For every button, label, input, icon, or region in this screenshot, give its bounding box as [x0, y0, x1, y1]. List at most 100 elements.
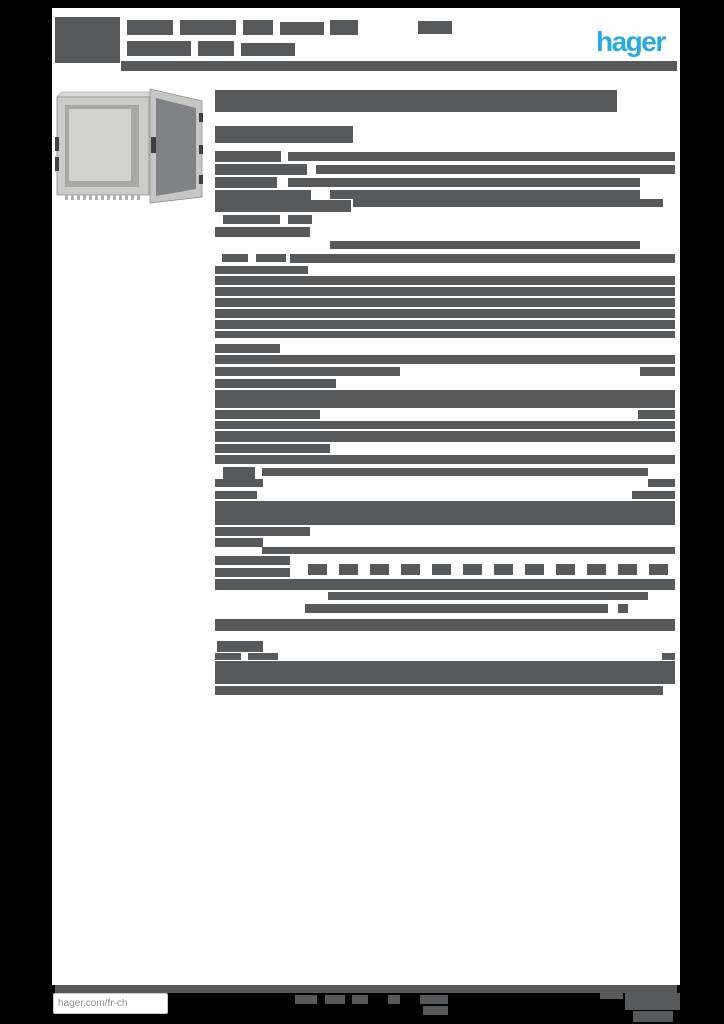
redacted-text-block [215, 177, 277, 188]
redacted-text-block [215, 538, 263, 547]
latch-icon [55, 137, 59, 151]
redacted-text-block [215, 579, 675, 590]
footer-website-link[interactable]: hager.com/fr-ch [53, 993, 168, 1014]
redacted-text-block [288, 152, 675, 161]
redacted-text-block [243, 20, 273, 35]
redacted-text-block [600, 993, 623, 999]
redacted-text-block [55, 985, 677, 993]
redacted-text-block [418, 21, 452, 34]
redacted-text-block [618, 564, 637, 575]
redacted-text-block [330, 190, 640, 199]
redacted-text-block [618, 604, 628, 613]
redacted-text-block [215, 556, 290, 565]
redacted-text-block [215, 661, 675, 684]
product-image-enclosure [55, 88, 203, 204]
redacted-text-block [215, 619, 675, 631]
redacted-text-block [339, 564, 358, 575]
redacted-text-block [121, 61, 677, 71]
redacted-text-block [633, 1011, 673, 1022]
redacted-text-block [215, 126, 353, 143]
redacted-text-block [423, 1006, 448, 1015]
redacted-text-block [222, 254, 248, 262]
redacted-text-block [662, 653, 675, 660]
redacted-text-block [215, 444, 330, 453]
redacted-text-block [632, 491, 675, 499]
redacted-text-block [198, 41, 234, 56]
redacted-text-block [215, 653, 241, 660]
redacted-text-block [215, 527, 310, 536]
redacted-text-block [262, 468, 648, 476]
hager-logo: hager [596, 26, 666, 57]
redacted-text-block [248, 653, 278, 660]
redacted-text-block [290, 254, 675, 263]
redacted-text-block [432, 564, 451, 575]
redacted-text-block [401, 564, 420, 575]
redacted-text-block [308, 564, 327, 575]
redacted-text-block [388, 995, 400, 1004]
redacted-text-block [215, 686, 663, 695]
redacted-text-block [256, 254, 286, 262]
redacted-text-block [241, 43, 295, 56]
redacted-text-block [215, 355, 675, 364]
redacted-text-block [305, 604, 608, 613]
redacted-text-block [215, 421, 675, 429]
redacted-text-block [280, 22, 324, 35]
redacted-text-block [215, 501, 675, 525]
redacted-text-block [215, 276, 675, 285]
redacted-text-block [217, 641, 263, 652]
hinge-icon [199, 175, 203, 184]
redacted-text-block [649, 564, 668, 575]
redacted-text-block [215, 568, 290, 577]
redacted-text-block [215, 455, 675, 464]
redacted-text-block [648, 479, 675, 487]
redacted-text-block [215, 298, 675, 307]
redacted-text-block [638, 410, 675, 419]
redacted-text-block [215, 390, 675, 408]
redacted-text-block [525, 564, 544, 575]
redacted-text-block [288, 178, 640, 187]
redacted-text-block [215, 431, 675, 442]
redacted-text-block [215, 190, 311, 201]
redacted-text-block [295, 995, 317, 1004]
latch-icon [55, 157, 59, 171]
redacted-text-block [215, 410, 320, 419]
vent-slots [65, 195, 140, 200]
redacted-text-block [215, 331, 675, 338]
redacted-text-block [127, 20, 173, 35]
enclosure-top-face [56, 91, 155, 98]
redacted-text-block [330, 241, 640, 249]
footer-website-text: hager.com/fr-ch [58, 997, 128, 1009]
redacted-text-block [180, 20, 236, 35]
redacted-text-block [587, 564, 606, 575]
door-window [156, 98, 196, 196]
hinge-icon [199, 113, 203, 122]
redacted-text-block [215, 266, 308, 274]
redacted-text-block [640, 367, 675, 376]
redacted-text-block [127, 41, 191, 56]
redacted-text-block [370, 564, 389, 575]
redacted-text-block [215, 164, 307, 175]
redacted-text-block [328, 592, 648, 600]
redacted-text-block [262, 547, 675, 554]
redacted-text-block [316, 165, 675, 174]
redacted-text-block [215, 90, 617, 112]
redacted-text-block [215, 491, 257, 499]
redacted-text-block [215, 320, 675, 329]
enclosure-mounting-plate [69, 109, 131, 181]
redacted-text-block [494, 564, 513, 575]
redacted-text-block [625, 993, 680, 1010]
redacted-text-block [215, 367, 400, 376]
redacted-text-block [288, 215, 312, 224]
redacted-text-block [215, 344, 280, 353]
redacted-text-block [463, 564, 482, 575]
redacted-text-block [325, 995, 345, 1004]
redacted-text-block [223, 215, 280, 224]
redacted-text-block [215, 479, 263, 487]
redacted-text-block [215, 227, 310, 237]
redacted-text-block [215, 309, 675, 318]
redacted-text-block [420, 995, 448, 1004]
redacted-text-block [352, 995, 368, 1004]
redacted-text-block [215, 151, 281, 162]
redacted-text-block [330, 20, 358, 35]
